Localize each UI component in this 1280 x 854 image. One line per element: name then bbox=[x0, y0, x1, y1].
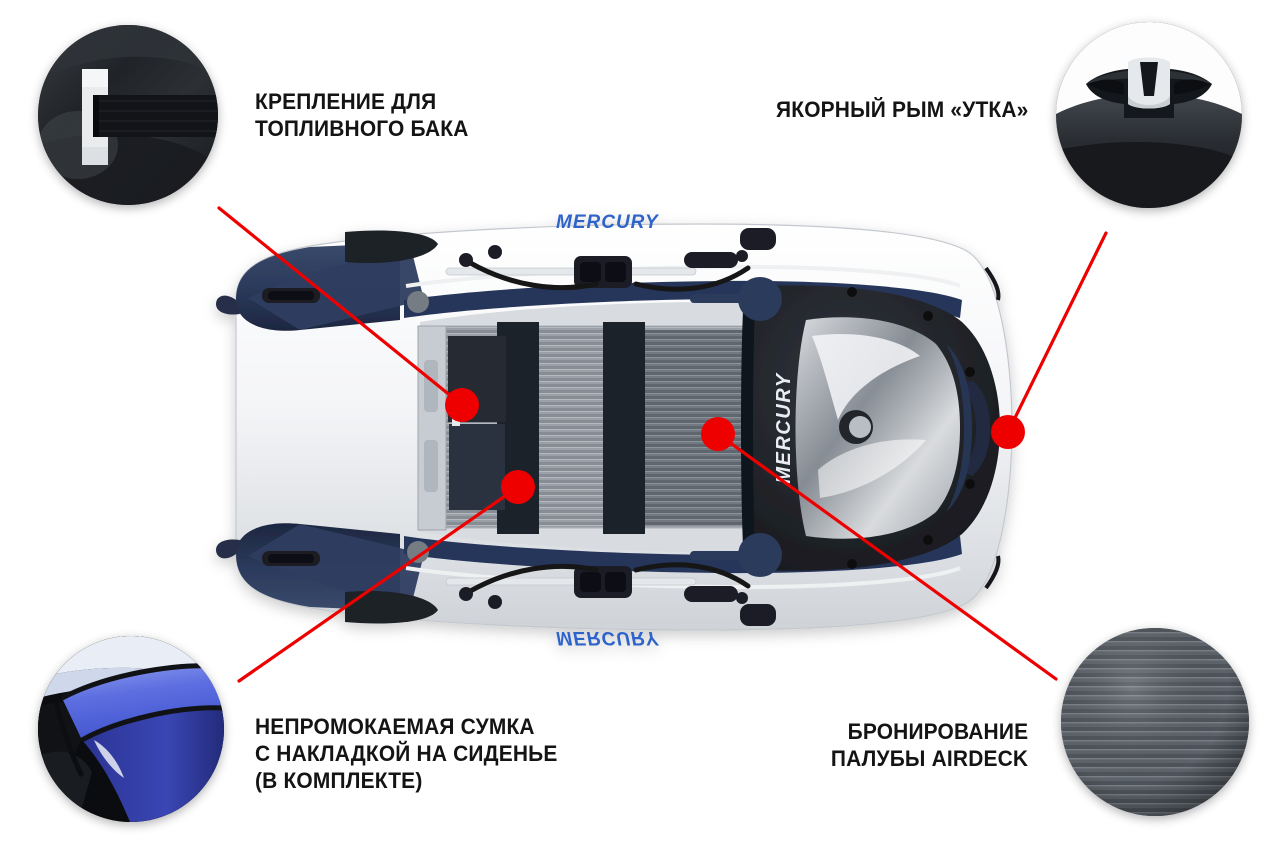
callout-label-waterproof-bag: НЕПРОМОКАЕМАЯ СУМКА С НАКЛАДКОЙ НА СИДЕН… bbox=[255, 714, 558, 793]
airdeck-texture-photo-art bbox=[1061, 628, 1249, 816]
marker-dot-anchor-cleat bbox=[991, 415, 1025, 449]
inset-photo-waterproof-bag bbox=[38, 636, 224, 822]
svg-text:MERCURY: MERCURY bbox=[556, 212, 660, 233]
leader-line-waterproof-bag bbox=[237, 485, 520, 683]
callout-label-anchor-cleat: ЯКОРНЫЙ РЫМ «УТКА» bbox=[775, 97, 1028, 122]
leader-line-anchor-cleat bbox=[1006, 231, 1108, 434]
leader-line-fuel-tank-mount bbox=[217, 206, 464, 407]
inset-photo-anchor-cleat bbox=[1056, 22, 1242, 208]
marker-dot-airdeck-armor bbox=[701, 417, 735, 451]
blue-bag-photo-art bbox=[38, 636, 224, 822]
svg-text:MERCURY: MERCURY bbox=[556, 627, 660, 648]
svg-text:MERCURY: MERCURY bbox=[773, 372, 795, 483]
marker-dot-waterproof-bag bbox=[501, 470, 535, 504]
marker-dot-fuel-tank-mount bbox=[445, 388, 479, 422]
callout-label-airdeck-armor: БРОНИРОВАНИЕ ПАЛУБЫ AIRDECK bbox=[830, 719, 1028, 771]
fuel-strap-photo-art bbox=[38, 25, 218, 205]
leader-line-airdeck-armor bbox=[716, 432, 1058, 681]
cleat-photo-art bbox=[1056, 22, 1242, 208]
inset-photo-fuel-tank-mount bbox=[38, 25, 218, 205]
callout-label-fuel-tank-mount: КРЕПЛЕНИЕ ДЛЯ ТОПЛИВНОГО БАКА bbox=[255, 89, 469, 141]
inset-photo-airdeck-texture bbox=[1061, 628, 1249, 816]
